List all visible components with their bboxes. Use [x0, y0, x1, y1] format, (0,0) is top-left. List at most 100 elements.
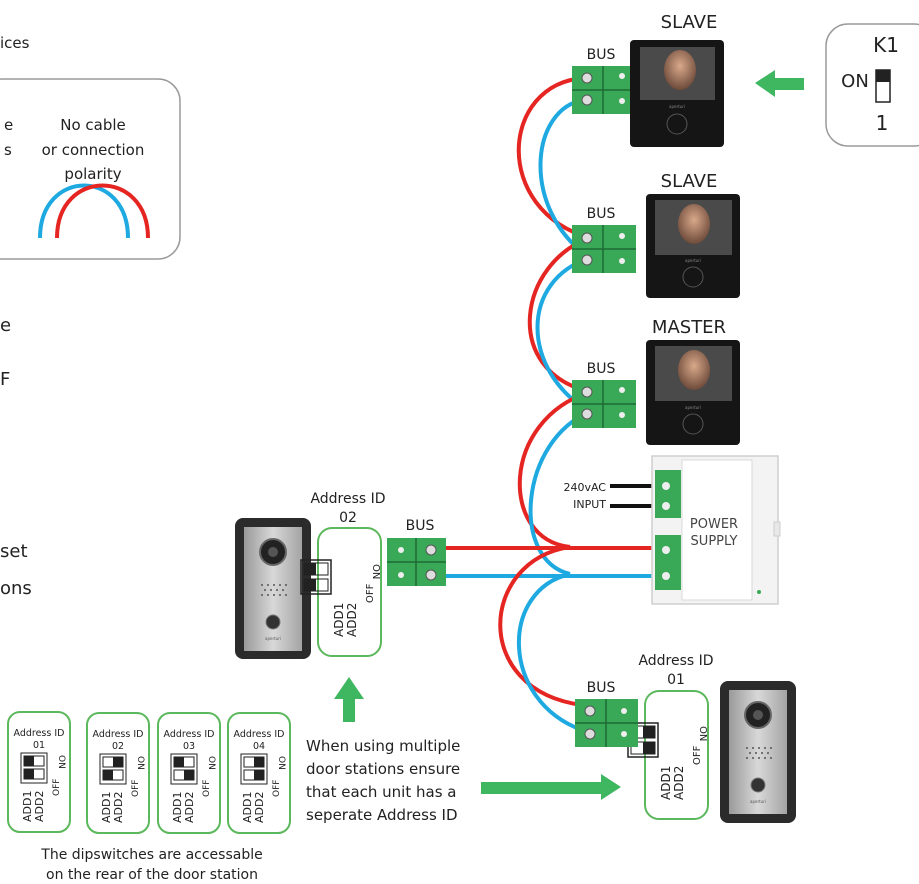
dip-off: OFF: [202, 780, 212, 797]
wire-blue-2: [535, 256, 592, 414]
wire-blue-4: [516, 572, 583, 732]
polarity-wire-blue: [38, 183, 130, 239]
k1-switch-box: K1 ON 1: [825, 23, 919, 147]
bus-label: BUS: [587, 47, 616, 63]
monitor-brand: aperturi: [685, 258, 701, 263]
address-label: Address ID: [310, 491, 385, 507]
address-dip-card: [317, 527, 382, 657]
monitor-brand: aperturi: [669, 104, 685, 109]
address-value: 02: [339, 510, 357, 526]
no-polarity-line2: or connection: [42, 141, 145, 159]
dip-off: OFF: [272, 780, 282, 797]
wire-blue-1: [538, 98, 592, 260]
psu-input-line2: INPUT: [573, 498, 606, 511]
monitor-brand: aperturi: [685, 405, 701, 410]
psu-input-line1: 240vAC: [563, 481, 606, 494]
monitor-role-label: SLAVE: [661, 171, 718, 192]
psu-label-line2: SUPPLY: [691, 534, 738, 549]
door-station-left: aperturi Address ID 02 ADD1 ADD2 ON OFF …: [235, 491, 446, 659]
monitor-nav-pad: [682, 266, 704, 288]
arrow-left-icon: [755, 70, 804, 97]
psu-input-terminal: [655, 470, 681, 518]
bus-label: BUS: [587, 361, 616, 377]
side-fragment-4: ons: [0, 578, 32, 599]
dip-on: ON: [276, 756, 286, 770]
dip-switch-icon: [300, 559, 332, 595]
address-card-value: 04: [253, 741, 265, 752]
wire-red-3: [517, 390, 591, 549]
monitor-master: MASTER BUS aperturi: [572, 317, 740, 445]
bus-label: BUS: [587, 680, 616, 696]
monitor-role-label: SLAVE: [661, 12, 718, 33]
dip-add1: ADD1: [100, 792, 113, 823]
no-polarity-line3: polarity: [64, 165, 121, 183]
dip-add2: ADD2: [33, 791, 46, 822]
address-value: 01: [667, 672, 685, 688]
bus-wiring: [444, 76, 660, 732]
monitor-nav-pad: [666, 113, 688, 135]
wire-blue-3: [528, 410, 591, 576]
address-card-value: 01: [33, 740, 45, 751]
psu-label-line1: POWER: [690, 517, 738, 532]
dip-add1: ADD1: [659, 766, 673, 800]
legend-fragment-2: s: [4, 141, 12, 159]
dip-note-line-1: The dipswitches are accessable: [40, 847, 262, 863]
dip-add2: ADD2: [112, 792, 125, 823]
dip-access-note: The dipswitches are accessable on the re…: [40, 847, 262, 883]
header-fragment: ices: [0, 34, 30, 52]
dip-off: OFF: [365, 583, 376, 603]
note-line-4: seperate Address ID: [306, 806, 458, 824]
call-button-icon: [750, 777, 766, 793]
monitor-role-label: MASTER: [652, 317, 726, 338]
dip-on: ON: [370, 564, 381, 579]
call-button-icon: [265, 614, 281, 630]
address-card-label: Address ID: [164, 729, 215, 740]
address-card-label: Address ID: [234, 729, 285, 740]
no-polarity-line1: No cable: [60, 116, 126, 134]
dip-add1: ADD1: [241, 792, 254, 823]
note-line-3: that each unit has a: [306, 783, 456, 801]
address-card-value: 02: [112, 741, 124, 752]
side-fragment-1: e: [0, 315, 11, 336]
multi-station-note: When using multiple door stations ensure…: [306, 737, 460, 824]
dip-add2: ADD2: [183, 792, 196, 823]
side-fragment-3: set: [0, 541, 28, 562]
monitor-slave-top: SLAVE BUS aperturi: [572, 12, 724, 147]
address-card-label: Address ID: [14, 728, 65, 739]
dip-add1: ADD1: [21, 791, 34, 822]
psu-output-terminal: [655, 535, 681, 590]
dip-off: OFF: [131, 780, 141, 797]
address-card-value: 03: [183, 741, 195, 752]
note-line-1: When using multiple: [306, 737, 460, 755]
arrow-up-icon: [334, 677, 364, 722]
address-dip-card: [644, 690, 709, 820]
dip-add1: ADD1: [332, 603, 346, 637]
side-fragment-2: F: [0, 369, 10, 390]
door-station-brand: aperturi: [265, 636, 281, 641]
address-label: Address ID: [638, 653, 713, 669]
dip-on: ON: [56, 755, 66, 769]
dip-on: ON: [697, 726, 708, 741]
door-station-right: Address ID 01 ADD1 ADD2 ON OFF BUS: [575, 653, 796, 823]
k1-on-label: ON: [841, 71, 869, 92]
wire-red-4: [498, 545, 583, 707]
note-line-2: door stations ensure: [306, 760, 460, 778]
dip-add2: ADD2: [345, 603, 359, 637]
polarity-wire-red: [55, 183, 150, 239]
dip-on: ON: [206, 756, 216, 770]
power-supply: POWER SUPPLY 240vAC INPUT: [563, 455, 781, 605]
arrow-right-icon: [481, 774, 621, 800]
dip-on: ON: [135, 756, 145, 770]
bus-label: BUS: [406, 518, 435, 534]
address-card-label: Address ID: [93, 729, 144, 740]
dip-add1: ADD1: [171, 792, 184, 823]
bus-label: BUS: [587, 206, 616, 222]
dip-note-line-2: on the rear of the door station: [46, 867, 258, 883]
legend-fragment-1: e: [4, 116, 13, 134]
dip-add2: ADD2: [253, 792, 266, 823]
